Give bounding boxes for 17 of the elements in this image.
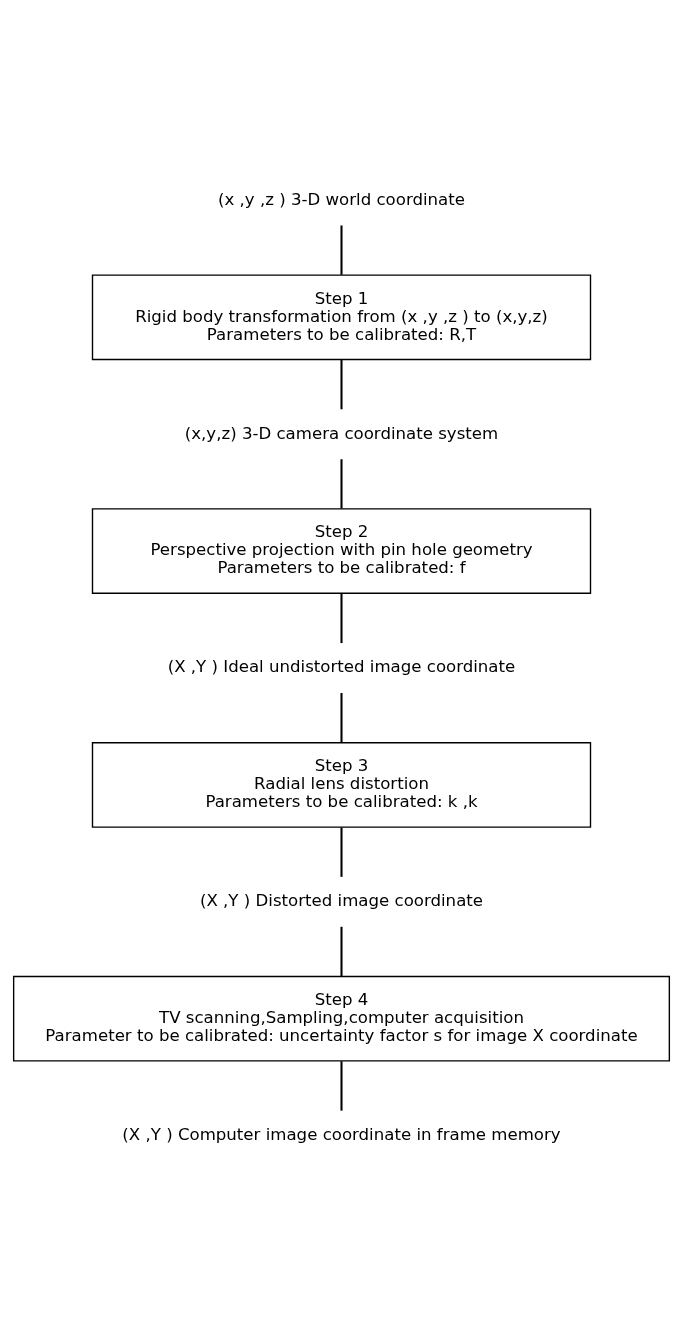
connector: [340, 359, 343, 410]
connector: [340, 593, 343, 644]
node-box: Step 1 Rigid body transformation from (x ,y ,z ) to (x,y,z) Parameters to be calibrated: R,T: [91, 274, 592, 361]
connector: [340, 1061, 343, 1111]
node-text: (x,y,z) 3-D camera coordinate system: [184, 423, 499, 443]
node-box: Step 3 Radial lens distortion Parameters to be calibrated: k ,k: [91, 742, 592, 828]
connector: [340, 926, 343, 977]
node-box: Step 4 TV scanning,Sampling,computer acquisition Parameter to be calibrated: uncertainty factor s for image X coordinate: [12, 975, 671, 1062]
connector: [340, 693, 343, 743]
connector: [340, 827, 343, 877]
node-box: Step 2 Perspective projection with pin hole geometry Parameters to be calibrated: f: [91, 508, 592, 594]
connector: [340, 225, 343, 275]
connector: [340, 459, 343, 509]
node-text: (X ,Y ) Ideal undistorted image coordinate: [167, 657, 516, 677]
node-text: (x ,y ,z ) 3-D world coordinate: [217, 189, 466, 209]
node-text: (X ,Y ) Distorted image coordinate: [199, 891, 484, 911]
node-text: (X ,Y ) Computer image coordinate in frame memory: [122, 1124, 561, 1144]
